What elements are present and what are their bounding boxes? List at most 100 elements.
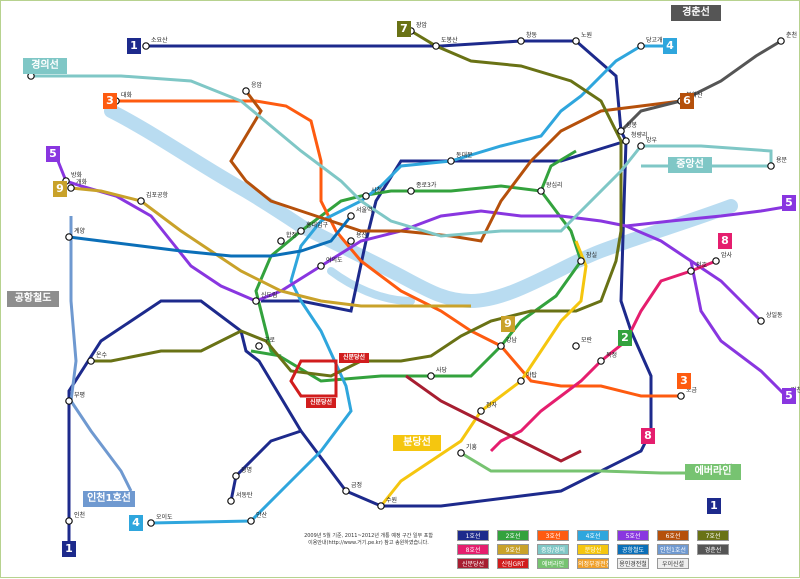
bundang-badge[interactable]: 분당선 — [393, 435, 441, 451]
legend-item: 분당선 — [577, 544, 609, 555]
everline-badge[interactable]: 에버라인 — [685, 464, 741, 480]
incheon1-badge[interactable]: 인천1호선 — [83, 491, 135, 507]
river-branch — [327, 267, 415, 305]
station-label-gimpo-airport: 김포공항 — [146, 191, 169, 199]
line4-badge-top[interactable]: 4 — [663, 38, 677, 54]
station-label-bupyeong: 부평 — [74, 391, 85, 399]
station-label-gangnam: 강남 — [506, 336, 518, 344]
station-chuncheon[interactable] — [777, 37, 785, 45]
station-hapjeong[interactable] — [277, 237, 285, 245]
line4-badge-bottom[interactable]: 4 — [129, 515, 143, 531]
station-label-onsu: 온수 — [96, 352, 108, 359]
station-label-mangu: 망우 — [646, 136, 658, 144]
station-gwangmyeong[interactable] — [232, 472, 240, 480]
station-gangnam[interactable] — [497, 342, 505, 350]
station-label-chuncheon: 춘천 — [786, 31, 797, 39]
line5-badge-right-top[interactable]: 5 — [782, 195, 796, 211]
station-dongdaemun[interactable] — [447, 157, 455, 165]
station-dobongsan[interactable] — [432, 42, 440, 50]
station-geumjeong[interactable] — [342, 487, 350, 495]
sinbundang-badge-2[interactable]: 신분당선 — [306, 398, 336, 408]
station-sangil[interactable] — [757, 317, 765, 325]
station-jamsil[interactable] — [577, 257, 585, 265]
station-hongik[interactable] — [297, 227, 305, 235]
station-label-seoul-station: 서울역 — [356, 206, 373, 214]
airport-badge[interactable]: 공항철도 — [7, 291, 59, 307]
station-jeongja[interactable] — [477, 407, 485, 415]
station-giheung[interactable] — [457, 449, 465, 457]
line5-badge-right-bottom[interactable]: 5 — [782, 388, 796, 404]
line3-badge-right[interactable]: 3 — [677, 373, 691, 389]
station-label-ogeum: 오금 — [686, 387, 698, 394]
station-jongno3ga[interactable] — [407, 187, 415, 195]
station-guro[interactable] — [255, 342, 263, 350]
station-eungam[interactable] — [242, 87, 250, 95]
line1-badge-bottom[interactable]: 1 — [62, 541, 76, 557]
line2-badge[interactable]: 2 — [618, 330, 632, 346]
station-yongmun[interactable] — [767, 162, 775, 170]
line3-badge-left[interactable]: 3 — [103, 93, 117, 109]
station-bokjeong[interactable] — [597, 357, 605, 365]
station-label-nowon: 노원 — [581, 31, 592, 39]
legend-item: 신림GRT — [497, 558, 529, 569]
station-cheonho[interactable] — [687, 267, 695, 275]
station-chang-dong[interactable] — [517, 37, 525, 45]
station-amsa[interactable] — [712, 257, 720, 265]
station-label-sangil: 상일동 — [766, 311, 783, 319]
map-note: 2009년 5월 기준, 2011~2012년 개통 예정 구간 일부 포함 이… — [291, 533, 446, 547]
station-cheongnyangni[interactable] — [622, 137, 630, 145]
station-sadang[interactable] — [427, 372, 435, 380]
station-gaehwa[interactable] — [67, 184, 75, 192]
station-onsu[interactable] — [87, 357, 95, 365]
station-nowon[interactable] — [572, 37, 580, 45]
gyeongui-badge[interactable]: 경의선 — [23, 58, 67, 74]
station-sangbong[interactable] — [617, 127, 625, 135]
station-moran[interactable] — [572, 342, 580, 350]
station-seodongtan[interactable] — [227, 497, 235, 505]
station-yatap[interactable] — [517, 377, 525, 385]
line-4 — [150, 44, 671, 525]
station-gyeongbu[interactable] — [142, 42, 150, 50]
station-wangsimni[interactable] — [537, 187, 545, 195]
line1-badge-right[interactable]: 1 — [707, 498, 721, 514]
station-incheon[interactable] — [65, 517, 73, 525]
gyeongchun-badge[interactable]: 경춘선 — [671, 5, 721, 21]
station-yeouido[interactable] — [317, 262, 325, 270]
station-seoul-station[interactable] — [347, 212, 355, 220]
station-oido[interactable] — [147, 519, 155, 527]
station-suwon[interactable] — [377, 502, 385, 510]
line9-badge-left[interactable]: 9 — [53, 181, 67, 197]
sinbundang-badge-1[interactable]: 신분당선 — [339, 353, 369, 363]
station-label-suwon: 수원 — [386, 496, 397, 504]
line-6 — [229, 90, 682, 243]
station-label-gyeyang: 계양 — [74, 227, 86, 235]
han-river — [104, 104, 738, 309]
station-sindorim[interactable] — [252, 297, 260, 305]
station-label-dongdaemun: 동대문 — [456, 151, 473, 159]
station-gimpo-airport[interactable] — [137, 197, 145, 205]
line8-badge-right[interactable]: 8 — [718, 233, 732, 249]
legend-item: 용인경전철 — [617, 558, 649, 569]
station-label-wangsimni: 왕십리 — [546, 181, 563, 189]
station-ogeum[interactable] — [677, 392, 685, 400]
line-sillim-grt — [289, 359, 338, 398]
station-gyeyang[interactable] — [65, 233, 73, 241]
station-label-moran: 모란 — [581, 337, 593, 344]
station-yongsan[interactable] — [347, 237, 355, 245]
jungang-badge[interactable]: 중앙선 — [668, 157, 712, 173]
line9-badge-mid[interactable]: 9 — [501, 316, 515, 332]
legend-item: 신분당선 — [457, 558, 489, 569]
station-bupyeong[interactable] — [65, 397, 73, 405]
line6-badge[interactable]: 6 — [680, 93, 694, 109]
line1-badge-top[interactable]: 1 — [127, 38, 141, 54]
station-city-hall[interactable] — [362, 192, 370, 200]
line-8 — [489, 259, 717, 453]
station-dangogae[interactable] — [637, 42, 645, 50]
station-mangu[interactable] — [637, 142, 645, 150]
line7-badge[interactable]: 7 — [397, 21, 411, 37]
line5-badge-left[interactable]: 5 — [46, 146, 60, 162]
station-label-eungam: 응암 — [251, 81, 263, 89]
station-ansan[interactable] — [247, 517, 255, 525]
line8-badge-bottom[interactable]: 8 — [641, 428, 655, 444]
